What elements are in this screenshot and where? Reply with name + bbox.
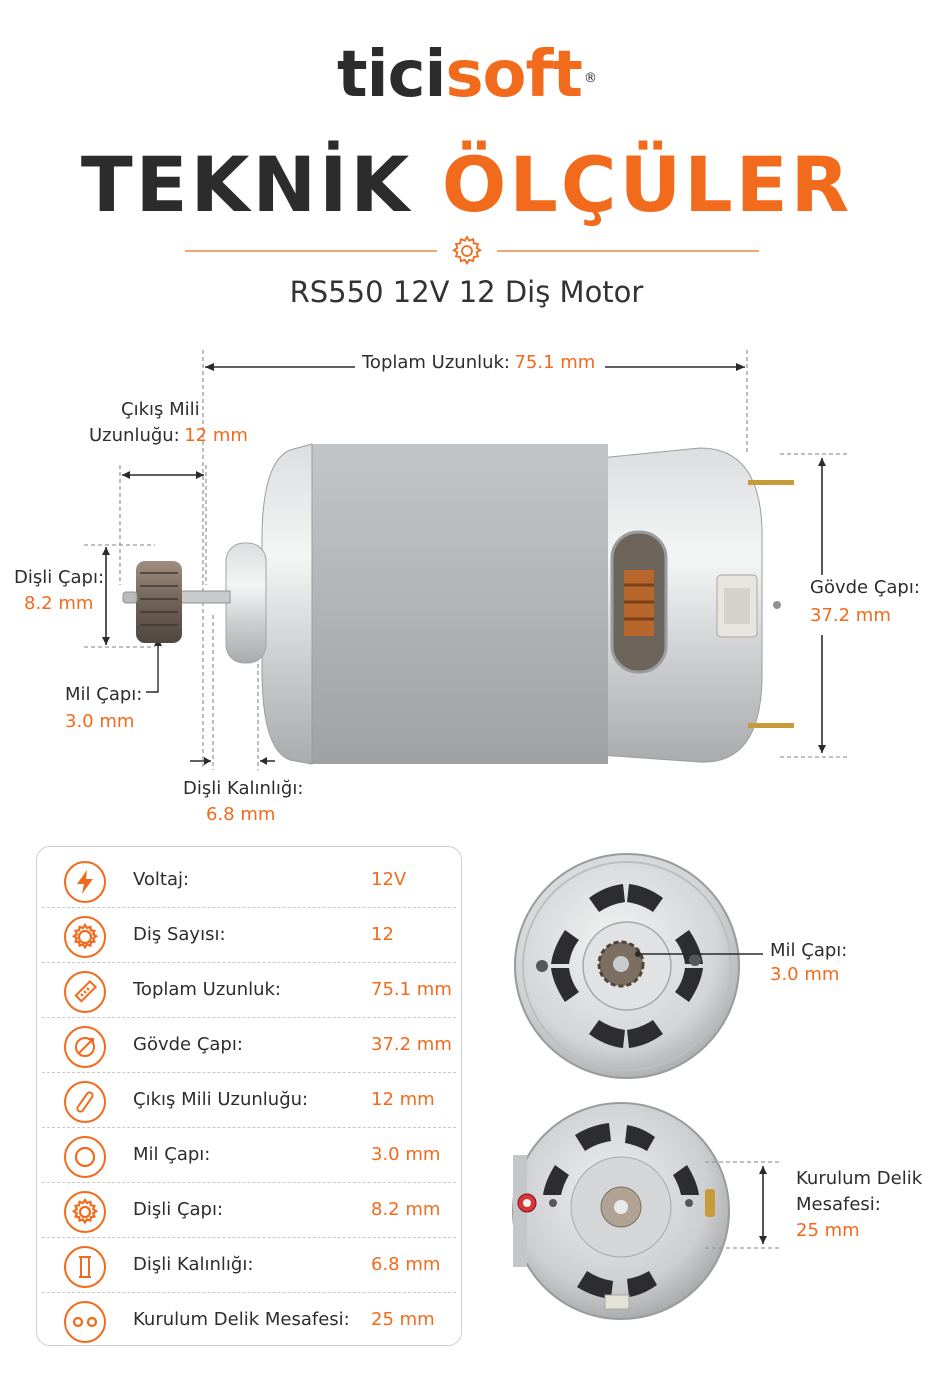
shaft-diameter-leader	[146, 642, 159, 693]
product-subtitle: RS550 12V 12 Diş Motor	[289, 275, 644, 309]
holes-icon	[64, 1301, 106, 1343]
motor-grey-body	[312, 444, 608, 764]
spec-label: Çıkış Mili Uzunluğu:	[133, 1089, 309, 1110]
spec-value: 12 mm	[371, 1089, 435, 1110]
spec-label: Voltaj:	[133, 869, 190, 890]
divider-left	[185, 250, 437, 252]
spec-value: 3.0 mm	[371, 1144, 441, 1165]
mount-hole-label-line1: Kurulum Delik	[796, 1168, 923, 1189]
front-shaft-diameter-label: Mil Çapı:	[770, 940, 848, 961]
total-length-label: Toplam Uzunluk:	[362, 352, 510, 373]
registered-mark: ®	[583, 71, 597, 86]
spec-row-gear-thickness: Dişli Kalınlığı: 6.8 mm	[37, 1238, 461, 1293]
body-diameter-label: Gövde Çapı:	[810, 577, 920, 598]
diameter-icon	[64, 1026, 106, 1068]
spec-row-body-diameter: Gövde Çapı: 37.2 mm	[37, 1018, 461, 1073]
spec-row-total-length: Toplam Uzunluk: 75.1 mm	[37, 963, 461, 1018]
spec-row-gear-diameter: Dişli Çapı: 8.2 mm	[37, 1183, 461, 1238]
thickness-icon	[64, 1246, 106, 1288]
gear-diameter-value: 8.2 mm	[24, 593, 94, 614]
title-part2: ÖLÇÜLER	[441, 140, 853, 229]
motor-side-view	[84, 350, 850, 770]
spec-value: 75.1 mm	[371, 979, 452, 1000]
spec-row-shaft-diameter: Mil Çapı: 3.0 mm	[37, 1128, 461, 1183]
brand-logo: ticisoft®	[0, 38, 933, 112]
spec-value: 37.2 mm	[371, 1034, 452, 1055]
gear-icon	[452, 235, 482, 266]
motor-front-can	[261, 443, 313, 765]
front-bearing-boss	[225, 542, 267, 664]
spec-value: 8.2 mm	[371, 1199, 441, 1220]
shaft-diameter-label: Mil Çapı:	[65, 684, 143, 705]
spec-label: Dişli Kalınlığı:	[133, 1254, 254, 1275]
lightning-icon	[64, 861, 106, 903]
title-part1: TEKNİK	[80, 140, 413, 229]
terminal-bottom	[748, 723, 794, 728]
spec-row-voltage: Voltaj: 12V	[37, 853, 461, 908]
circle-icon	[64, 1136, 106, 1178]
brand-part2: soft	[445, 38, 582, 112]
spec-label: Mil Çapı:	[133, 1144, 211, 1165]
motor-front-view	[514, 853, 763, 1079]
shaft-length-value: 12 mm	[184, 425, 248, 446]
spec-label: Gövde Çapı:	[133, 1034, 243, 1055]
spec-row-shaft-length: Çıkış Mili Uzunluğu: 12 mm	[37, 1073, 461, 1128]
mount-hole-value: 25 mm	[796, 1220, 860, 1241]
brand-part1: tici	[337, 38, 446, 112]
shaft-length-annotation-line2: Uzunluğu: 12 mm	[89, 425, 248, 446]
shaft-icon	[64, 1081, 106, 1123]
gear-outline-icon	[64, 1191, 106, 1233]
body-diameter-value: 37.2 mm	[810, 605, 891, 626]
ruler-icon	[64, 971, 106, 1013]
spec-label: Toplam Uzunluk:	[133, 979, 281, 1000]
spec-table: Voltaj: 12V Diş Sayısı: 12 Toplam Uzunlu…	[36, 846, 462, 1346]
spec-value: 12	[371, 924, 394, 945]
spec-row-teeth: Diş Sayısı: 12	[37, 908, 461, 963]
motor-rear-view	[512, 1102, 781, 1320]
gear-diameter-label: Dişli Çapı:	[14, 567, 105, 588]
spec-value: 6.8 mm	[371, 1254, 441, 1275]
gear-thickness-value: 6.8 mm	[206, 804, 276, 825]
gear-thickness-label: Dişli Kalınlığı:	[183, 778, 304, 799]
total-length-annotation: Toplam Uzunluk: 75.1 mm	[362, 351, 595, 375]
gear-icon	[64, 916, 106, 958]
motor-rear-can	[599, 447, 763, 763]
divider-right	[497, 250, 759, 252]
spec-value: 25 mm	[371, 1309, 435, 1330]
total-length-value: 75.1 mm	[514, 352, 596, 373]
terminal-top	[748, 480, 794, 485]
spec-label: Dişli Çapı:	[133, 1199, 224, 1220]
spec-value: 12V	[371, 869, 407, 890]
mount-hole-label-line2: Mesafesi:	[796, 1194, 881, 1215]
shaft-diameter-value: 3.0 mm	[65, 711, 135, 732]
front-shaft-diameter-value: 3.0 mm	[770, 964, 840, 985]
motor-shaft	[179, 590, 231, 604]
spec-row-mount-hole: Kurulum Delik Mesafesi: 25 mm	[37, 1293, 461, 1348]
shaft-length-annotation-line1: Çıkış Mili	[121, 399, 200, 420]
spec-label: Diş Sayısı:	[133, 924, 226, 945]
pinion-gear	[136, 561, 182, 643]
spec-label: Kurulum Delik Mesafesi:	[133, 1309, 350, 1330]
page-title: TEKNİK ÖLÇÜLER	[0, 140, 933, 230]
